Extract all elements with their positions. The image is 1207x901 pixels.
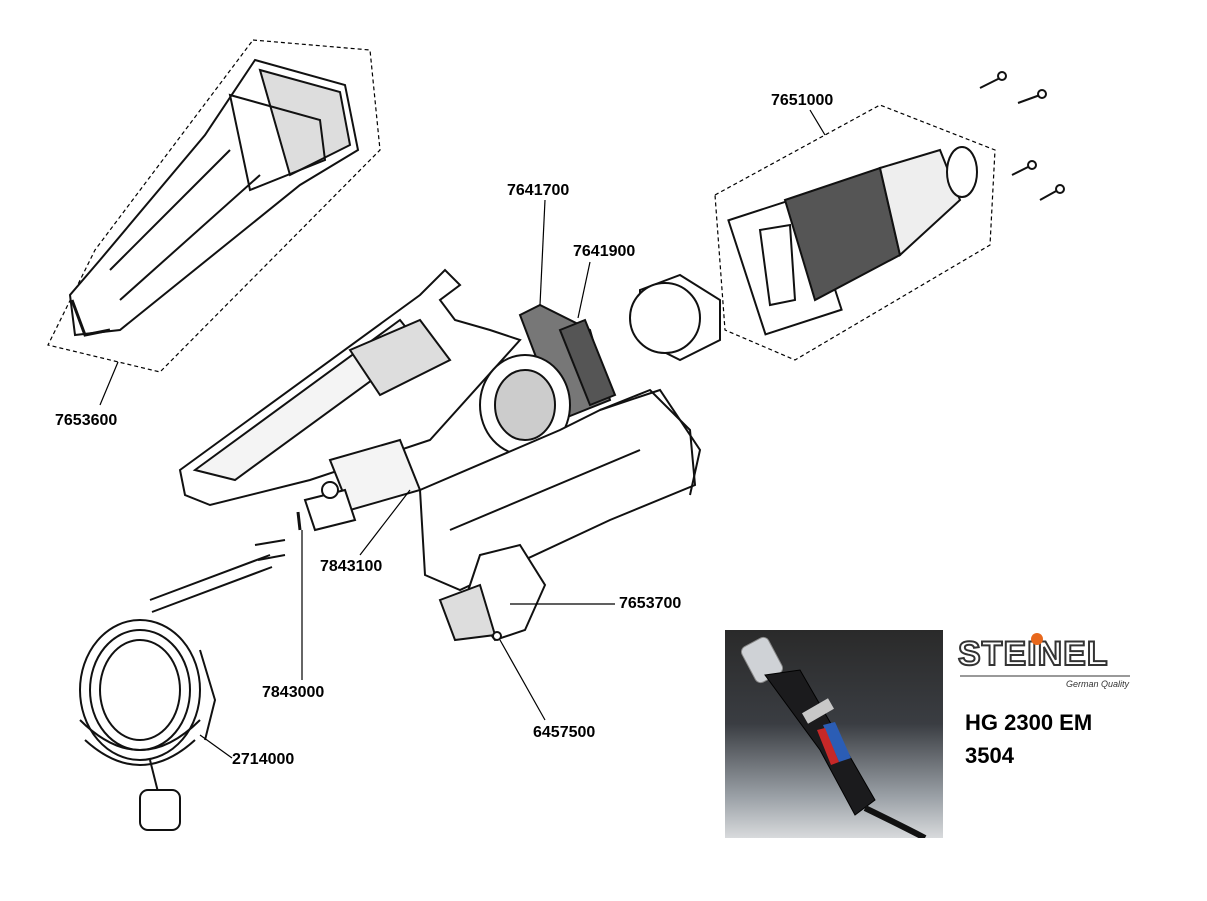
part-label-6457500: 6457500: [533, 724, 596, 741]
screws: [979, 71, 1065, 201]
fan-motor: [479, 273, 721, 456]
product-model: HG 2300 EM: [965, 710, 1093, 735]
part-label-2714000: 2714000: [232, 751, 295, 768]
brand-block: STEINEL German Quality: [957, 633, 1133, 693]
brand-divider: [960, 675, 1130, 677]
part-label-7653600: 7653600: [55, 412, 118, 429]
leader-lines: [99, 109, 826, 759]
switch-module: [303, 438, 422, 532]
power-cord: [79, 511, 302, 831]
shroud-part: [68, 58, 360, 337]
group-outline-shroud: [47, 39, 381, 373]
part-label-7843000: 7843000: [262, 684, 325, 701]
product-photo: [725, 630, 943, 838]
part-label-7651000: 7651000: [771, 92, 834, 109]
part-label-7641700: 7641700: [507, 182, 570, 199]
part-label-7653700: 7653700: [619, 595, 682, 612]
heat-gun-image: [740, 636, 927, 838]
handle-housing: [178, 268, 522, 507]
group-outline-heater: [714, 104, 996, 361]
part-label-7641900: 7641900: [573, 243, 636, 260]
logo-dot-icon: [1031, 633, 1043, 645]
heater-part: [727, 146, 978, 336]
product-code: 3504: [965, 743, 1014, 768]
part-label-7843100: 7843100: [320, 558, 383, 575]
barrel-housing: [418, 388, 702, 592]
knob-cap: [438, 543, 547, 642]
brand-tagline: German Quality: [1065, 679, 1129, 689]
